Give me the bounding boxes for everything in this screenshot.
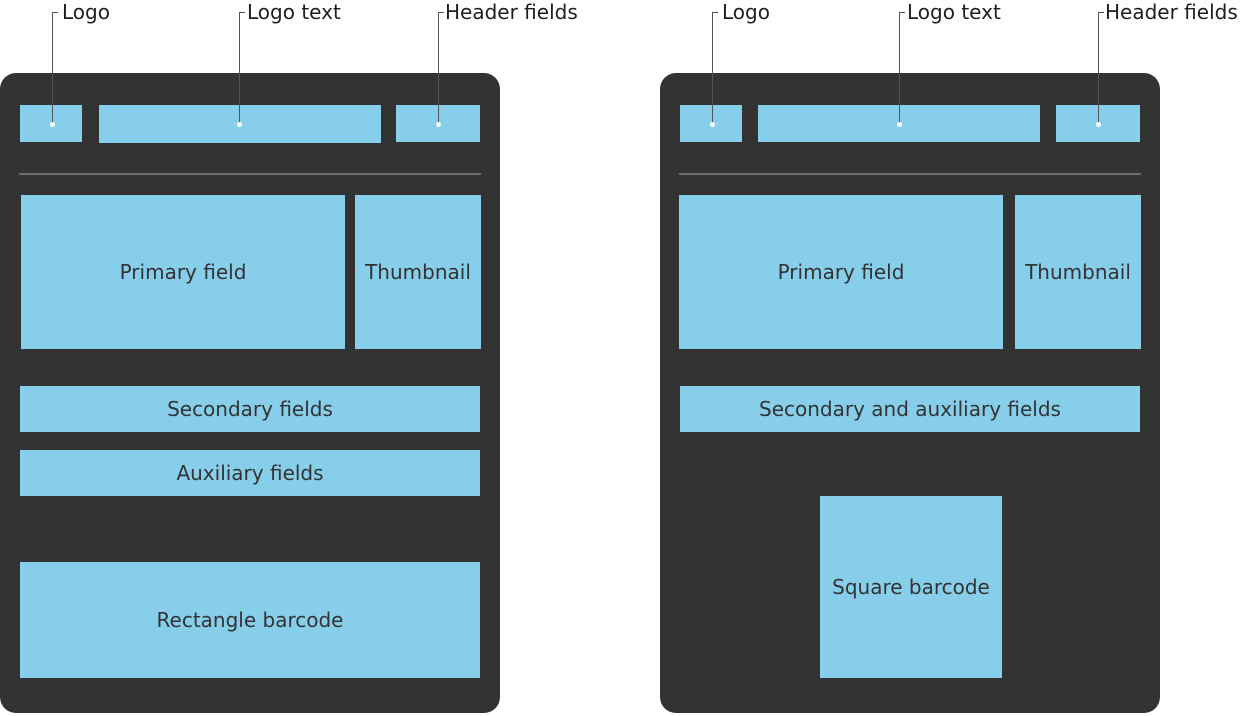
left-header-leader: [438, 12, 439, 124]
right-primary-field: Primary field: [679, 195, 1003, 349]
right-logo-leader: [712, 12, 713, 124]
left-secondary-fields: Secondary fields: [20, 386, 480, 432]
right-secondary-auxiliary-fields: Secondary and auxiliary fields: [680, 386, 1140, 432]
left-auxiliary-fields: Auxiliary fields: [20, 450, 480, 496]
right-header-leader-dot: [1096, 122, 1101, 127]
right-logo-text-callout: Logo text: [907, 0, 1001, 24]
right-logo-text-leader-hook: [899, 12, 905, 13]
right-header-leader-hook: [1098, 12, 1104, 13]
left-logo-leader: [52, 12, 53, 124]
right-logo-callout: Logo: [722, 0, 770, 24]
left-header-fields-callout: Header fields: [445, 0, 578, 24]
left-logo-text-leader-dot: [237, 122, 242, 127]
right-logo-leader-hook: [712, 12, 718, 13]
left-logo-callout: Logo: [62, 0, 110, 24]
left-primary-field: Primary field: [21, 195, 345, 349]
left-thumbnail: Thumbnail: [355, 195, 481, 349]
right-square-barcode: Square barcode: [820, 496, 1002, 678]
right-thumbnail: Thumbnail: [1015, 195, 1141, 349]
right-header-leader: [1098, 12, 1099, 124]
left-header-leader-dot: [436, 122, 441, 127]
left-logo-text-leader-hook: [239, 12, 245, 13]
right-header-fields-callout: Header fields: [1105, 0, 1238, 24]
right-header-divider: [679, 173, 1141, 175]
right-logo-text-leader: [899, 12, 900, 124]
left-logo-leader-dot: [50, 122, 55, 127]
left-rectangle-barcode: Rectangle barcode: [20, 562, 480, 678]
left-header-leader-hook: [438, 12, 444, 13]
left-logo-text-leader: [239, 12, 240, 124]
left-logo-leader-hook: [52, 12, 58, 13]
right-logo-text-leader-dot: [897, 122, 902, 127]
left-logo-text-callout: Logo text: [247, 0, 341, 24]
right-logo-leader-dot: [710, 122, 715, 127]
left-header-divider: [19, 173, 481, 175]
right-pass-card: Primary field Thumbnail Secondary and au…: [660, 73, 1160, 713]
left-pass-card: Primary field Thumbnail Secondary fields…: [0, 73, 500, 713]
